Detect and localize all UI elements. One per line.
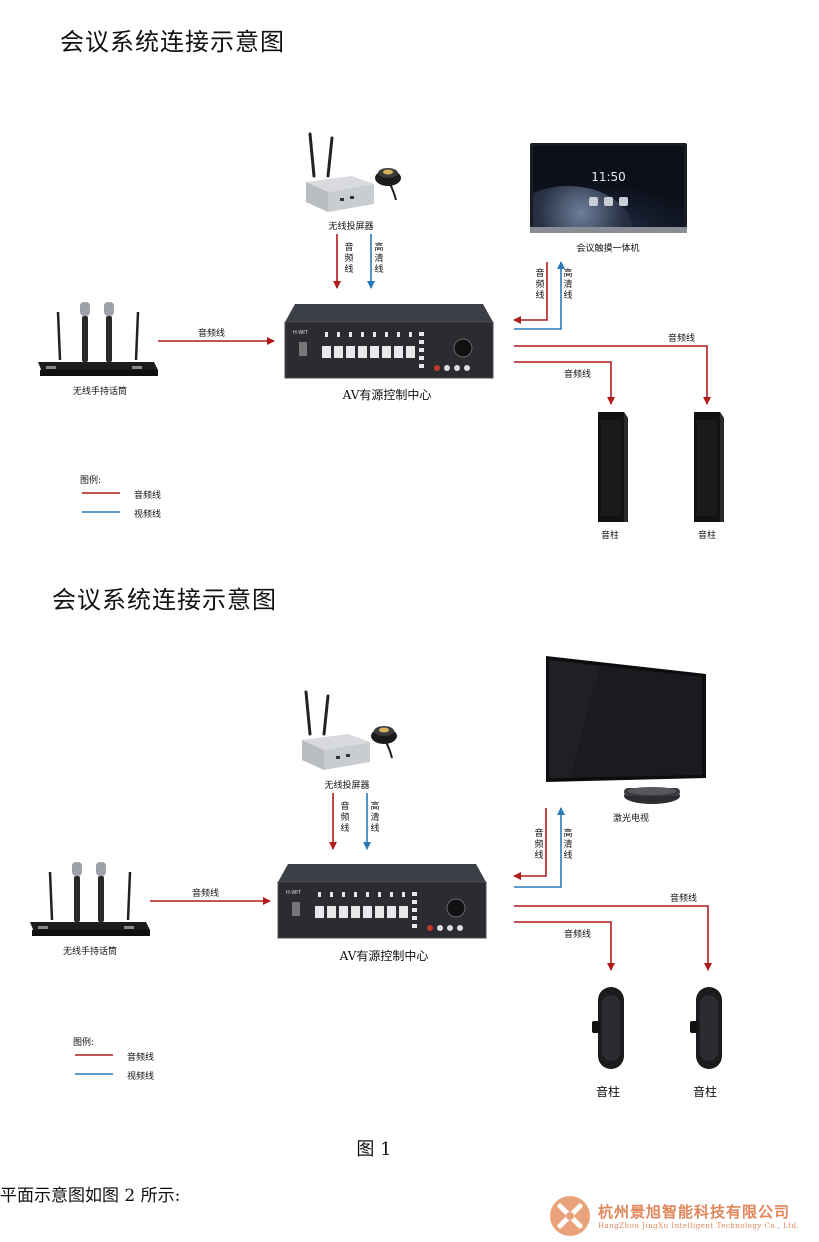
d2-display-audio-label: 音频线 — [534, 829, 544, 861]
touch-display-image: 11:50 — [530, 143, 687, 233]
body-text: 平面示意图如图 2 所示: — [0, 1186, 181, 1206]
d1-legend-title: 图例: — [80, 476, 102, 486]
wireless-mic-image — [38, 302, 158, 376]
av-controller-image: H-WIT — [277, 864, 487, 939]
d1-wire-display-video — [514, 261, 565, 330]
laser-tv-label: 激光电视 — [612, 814, 650, 824]
av-controller-image: H-WIT — [284, 304, 494, 379]
d1-legend-video-label: 视频线 — [134, 510, 162, 520]
company-logo: 杭州景旭智能科技有限公司 HangZhou JingXu Intelligent… — [548, 1192, 818, 1240]
d1-display-video-label: 高清线 — [563, 269, 573, 301]
d2-speaker-left-wire-label: 音频线 — [564, 930, 592, 940]
d2-wire-display-audio — [513, 808, 547, 880]
d2-legend-title: 图例: — [73, 1038, 95, 1048]
column-speaker-right-image — [694, 412, 724, 522]
d1-wire-speaker-right — [514, 345, 711, 405]
d1-display-audio-label: 音频线 — [535, 269, 545, 301]
d1-speaker-left-wire-label: 音频线 — [564, 370, 592, 380]
column-speaker-left-image — [598, 412, 628, 522]
wireless-mic-label: 无线手持话筒 — [72, 387, 128, 397]
d1-speaker-right-wire-label: 音频线 — [668, 334, 696, 344]
laser-tv-image — [546, 656, 706, 804]
d1-wire-speaker-left — [514, 361, 615, 405]
d1-mic-audio-label: 音频线 — [198, 329, 226, 339]
wireless-caster-image — [306, 132, 401, 212]
d2-speaker-right-wire-label: 音频线 — [670, 894, 698, 904]
d2-legend-video-label: 视频线 — [127, 1072, 155, 1082]
company-logo-icon — [550, 1196, 590, 1236]
column-speaker-left-image — [592, 987, 624, 1069]
svg-text:H-WIT: H-WIT — [293, 330, 309, 336]
company-name-cn: 杭州景旭智能科技有限公司 — [598, 1203, 791, 1221]
av-controller-label: AV有源控制中心 — [339, 949, 429, 963]
svg-text:H-WIT: H-WIT — [286, 890, 302, 896]
d1-legend-audio-label: 音频线 — [134, 491, 162, 501]
av-controller-label: AV有源控制中心 — [342, 388, 432, 402]
wireless-mic-image — [30, 862, 150, 936]
d2-wire-speaker-right — [514, 905, 712, 971]
d1-caster-audio-label: 音频线 — [344, 243, 354, 275]
d2-wire-display-video — [514, 807, 565, 888]
column-speaker-left-label: 音柱 — [595, 1085, 621, 1099]
column-speaker-right-image — [690, 987, 722, 1069]
column-speaker-right-label: 音柱 — [697, 531, 717, 541]
wireless-mic-label: 无线手持话筒 — [62, 947, 118, 957]
touch-display-label: 会议触摸一体机 — [576, 244, 640, 254]
d2-display-video-label: 高清线 — [563, 829, 573, 861]
d1-caster-video-label: 高清线 — [374, 243, 384, 275]
column-speaker-right-label: 音柱 — [692, 1085, 718, 1099]
d2-wire-speaker-left — [514, 921, 615, 971]
diagram1-title: 会议系统连接示意图 — [60, 28, 285, 56]
wireless-caster-label: 无线投屏器 — [328, 222, 374, 232]
d2-caster-video-label: 高清线 — [370, 802, 380, 834]
d1-wire-display-audio — [513, 262, 548, 324]
wireless-caster-label: 无线投屏器 — [324, 781, 370, 791]
diagram2-wires — [75, 793, 712, 1075]
d2-legend-audio-label: 音频线 — [127, 1053, 155, 1063]
d2-mic-audio-label: 音频线 — [192, 889, 220, 899]
display-clock: 11:50 — [591, 170, 626, 184]
diagram2-title: 会议系统连接示意图 — [52, 586, 277, 614]
column-speaker-left-label: 音柱 — [600, 531, 620, 541]
figure-caption: 图 1 — [356, 1139, 392, 1160]
company-name-en: HangZhou JingXu Intelligent Technology C… — [598, 1222, 800, 1230]
diagram1-wires — [82, 234, 711, 513]
d2-caster-audio-label: 音频线 — [340, 802, 350, 834]
wireless-caster-image — [302, 690, 397, 770]
